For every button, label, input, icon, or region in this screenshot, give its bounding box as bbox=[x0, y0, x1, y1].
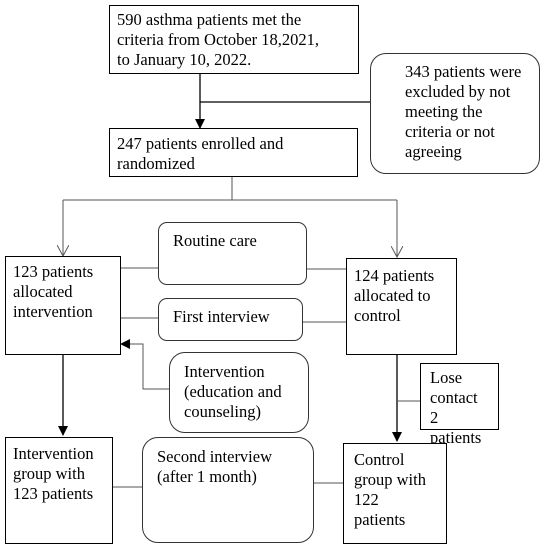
lose-contact-box: Lose contact 2 patients bbox=[420, 363, 499, 447]
enrolled-box: 247 patients enrolled and randomized bbox=[109, 128, 358, 177]
control-group-box: Control group with 122 patients bbox=[343, 443, 447, 544]
met-criteria-box: 590 asthma patients met the criteria fro… bbox=[109, 5, 359, 74]
intervention-group-box: Intervention group with 123 patients bbox=[5, 437, 113, 544]
excluded-box: 343 patients were excluded by not meetin… bbox=[370, 53, 540, 174]
arrow-intervention-content bbox=[120, 339, 169, 390]
routine-care-box: Routine care bbox=[158, 222, 307, 285]
second-interview-box: Second interview (after 1 month) bbox=[142, 437, 314, 543]
control-allocated-box: 124 patients allocated to control bbox=[346, 258, 457, 355]
first-interview-box: First interview bbox=[158, 298, 303, 341]
intervention-allocated-box: 123 patients allocated intervention bbox=[5, 256, 121, 355]
intervention-content-box: Intervention (education and counseling) bbox=[169, 352, 309, 433]
